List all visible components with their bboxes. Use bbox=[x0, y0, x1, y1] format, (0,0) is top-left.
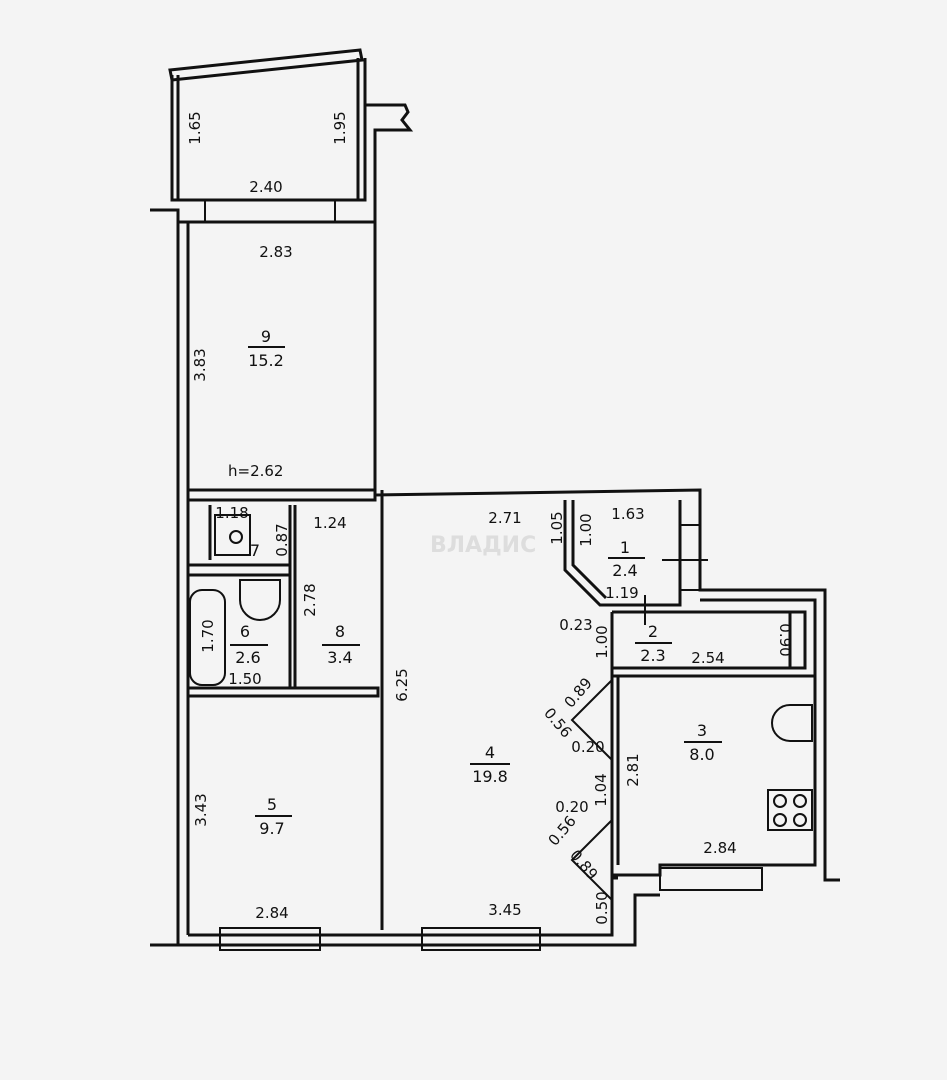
stove-icon bbox=[767, 789, 813, 831]
dim: 0.20 bbox=[571, 738, 604, 756]
room-6-number: 6 bbox=[240, 622, 250, 641]
dim: 3.45 bbox=[488, 901, 521, 919]
exterior-walls bbox=[150, 103, 840, 951]
dim: 1.18 bbox=[215, 504, 248, 522]
dim: 1.95 bbox=[331, 111, 349, 144]
room-9-area: 15.2 bbox=[248, 351, 284, 370]
dim: 1.00 bbox=[593, 625, 611, 658]
dim: 1.70 bbox=[199, 619, 217, 652]
room-1-area: 2.4 bbox=[612, 561, 637, 580]
dimension-labels: 1.65 1.95 2.40 2.83 3.83 1.18 0.87 1.24 … bbox=[186, 111, 794, 924]
sink-icon bbox=[239, 579, 281, 621]
dim: 2.71 bbox=[488, 509, 521, 527]
dim: 1.63 bbox=[611, 505, 644, 523]
room-5-number: 5 bbox=[267, 795, 277, 814]
room-3-number: 3 bbox=[697, 721, 707, 740]
dim: 0.23 bbox=[559, 616, 592, 634]
dim: 0.89 bbox=[566, 846, 601, 883]
room-3-area: 8.0 bbox=[689, 745, 714, 764]
room-4-number: 4 bbox=[485, 743, 495, 762]
dim: 2.40 bbox=[249, 178, 282, 196]
room-1-number: 1 bbox=[620, 538, 630, 557]
dim: 2.84 bbox=[255, 904, 288, 922]
dim: 0.87 bbox=[273, 523, 291, 556]
room-2-number: 2 bbox=[648, 622, 658, 641]
dim: 0.50 bbox=[593, 891, 611, 924]
room-5-area: 9.7 bbox=[259, 819, 284, 838]
fixtures bbox=[189, 514, 813, 831]
interior-walls bbox=[188, 488, 815, 901]
dim: 1.65 bbox=[186, 111, 204, 144]
room-8-area: 3.4 bbox=[327, 648, 352, 667]
dim: 1.50 bbox=[228, 670, 261, 688]
dim: 2.54 bbox=[691, 649, 724, 667]
dim: 0.89 bbox=[561, 674, 596, 711]
dim: 0.56 bbox=[545, 812, 580, 849]
room-4-area: 19.8 bbox=[472, 767, 508, 786]
dim: 2.81 bbox=[624, 753, 642, 786]
room-9-number: 9 bbox=[261, 327, 271, 346]
dim: 0.90 bbox=[776, 623, 794, 656]
bathtub-icon bbox=[189, 589, 226, 686]
balcony bbox=[168, 48, 367, 202]
dim: 1.00 bbox=[577, 513, 595, 546]
dim: 2.83 bbox=[259, 243, 292, 261]
room-2-area: 2.3 bbox=[640, 646, 665, 665]
dim: 0.20 bbox=[555, 798, 588, 816]
watermark: ВЛАДИС bbox=[430, 533, 536, 558]
dim: 2.84 bbox=[703, 839, 736, 857]
room-8-number: 8 bbox=[335, 622, 345, 641]
dim: 3.83 bbox=[191, 348, 209, 381]
dim: 1.05 bbox=[548, 511, 566, 544]
kitchen-sink-icon bbox=[771, 704, 813, 742]
dim: 1.19 bbox=[605, 584, 638, 602]
toilet-icon bbox=[214, 514, 251, 556]
dim: 1.04 bbox=[592, 773, 610, 806]
dim: 3.43 bbox=[192, 793, 210, 826]
room-labels: 9 15.2 h=2.62 7 6 2.6 8 3.4 5 9.7 4 19.8… bbox=[228, 327, 722, 838]
room-7-number: 7 bbox=[250, 541, 260, 560]
dim: 0.56 bbox=[540, 704, 575, 741]
dim: 6.25 bbox=[393, 668, 411, 701]
ceiling-height: h=2.62 bbox=[228, 462, 283, 480]
dim: 1.24 bbox=[313, 514, 346, 532]
dim: 2.78 bbox=[301, 583, 319, 616]
room-6-area: 2.6 bbox=[235, 648, 260, 667]
